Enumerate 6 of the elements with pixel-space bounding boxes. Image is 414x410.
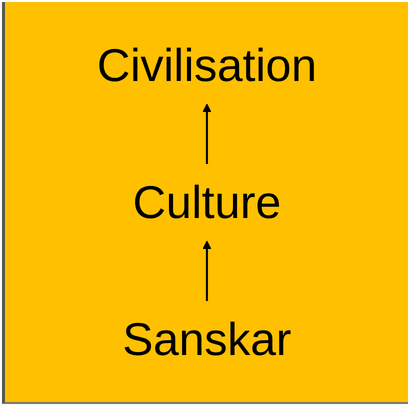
arrow [202, 103, 211, 164]
node-text: Sanskar [122, 312, 291, 364]
arrow [202, 240, 211, 300]
node-text: Culture [132, 176, 281, 228]
node-text: Civilisation [96, 38, 316, 90]
panel-background: Civilisation Culture Sanskar [2, 2, 408, 404]
